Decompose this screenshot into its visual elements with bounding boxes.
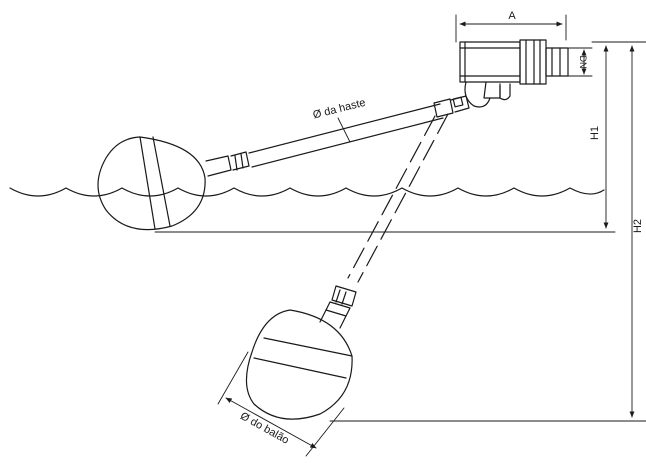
- lower-float-ball: [245, 309, 353, 420]
- water-surface: [9, 187, 605, 197]
- dimension-dn-label: DN: [578, 56, 588, 69]
- dimension-h2-label: H2: [632, 219, 644, 233]
- rod-diameter-label: Ø da haste: [312, 97, 367, 122]
- ball-diameter-label: Ø do balão: [238, 410, 291, 447]
- upper-rod: [205, 95, 470, 177]
- dimension-lines: [154, 14, 646, 457]
- upper-float-ball: [97, 136, 206, 231]
- lower-rod: [319, 113, 449, 329]
- dimension-h1-label: H1: [589, 126, 601, 140]
- valve-body: [459, 39, 569, 108]
- dimension-a-label: A: [508, 10, 516, 22]
